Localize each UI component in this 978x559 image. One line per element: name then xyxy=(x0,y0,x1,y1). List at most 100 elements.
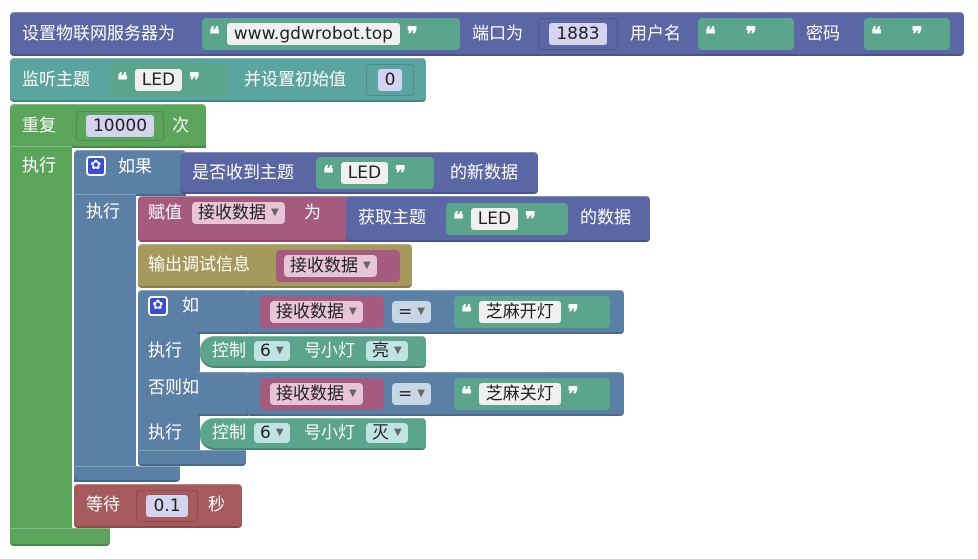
compare-1-text-slot[interactable]: ❝ 芝麻开灯 ❞ xyxy=(454,296,610,328)
server-string-slot[interactable]: ❝ www.gdwrobot.top ❞ xyxy=(202,18,460,50)
assign-label: 赋值 xyxy=(148,203,182,223)
inner-if-footer xyxy=(138,450,246,466)
pin-value-1: 6 xyxy=(260,341,271,361)
dropdown-arrow-icon: ▼ xyxy=(275,345,284,356)
if-condition-block[interactable]: 是否收到主题 ❝ LED ❞ 的新数据 xyxy=(180,152,538,194)
get-topic-block[interactable]: 获取主题 ❝ LED ❞ 的数据 xyxy=(346,196,650,242)
compare-2-variable-dropdown[interactable]: 接收数据 ▼ xyxy=(270,383,363,405)
compare-1-text-input[interactable]: 芝麻开灯 xyxy=(478,301,561,323)
inner-if-header-fill xyxy=(198,290,248,334)
dropdown-arrow-icon: ▼ xyxy=(271,207,279,218)
times-label: 次 xyxy=(172,116,189,136)
if-block-footer xyxy=(74,466,180,482)
control-led-block-2[interactable]: 控制 6▼ 号小灯 灭▼ xyxy=(200,418,426,450)
compare-2-variable-name: 接收数据 xyxy=(276,384,344,404)
compare-2-operator-dropdown[interactable]: =▼ xyxy=(392,383,431,405)
led-label-1: 号小灯 xyxy=(304,341,355,361)
compare-1-operator: = xyxy=(398,302,413,322)
compare-2-operator: = xyxy=(398,384,413,404)
username-string-slot[interactable]: ❝ ❞ xyxy=(698,18,794,50)
compare-1-variable-name: 接收数据 xyxy=(276,302,344,322)
port-number-slot[interactable]: 1883 xyxy=(538,18,618,50)
topic-input[interactable]: LED xyxy=(134,69,183,91)
print-variable-dropdown[interactable]: 接收数据 ▼ xyxy=(284,255,377,277)
if-do-label: 执行 xyxy=(86,202,120,222)
print-variable-name: 接收数据 xyxy=(290,256,358,276)
data-suffix-label: 的数据 xyxy=(580,208,631,228)
repeat-do-label: 执行 xyxy=(22,156,56,176)
cond-topic-input[interactable]: LED xyxy=(340,162,389,184)
received-topic-label: 是否收到主题 xyxy=(192,163,294,183)
open-quote-icon: ❝ xyxy=(209,22,220,46)
wait-seconds-slot[interactable]: 0.1 xyxy=(136,490,198,522)
print-debug-label: 输出调试信息 xyxy=(148,255,250,275)
gear-icon[interactable]: ✿ xyxy=(148,296,168,316)
close-quote-icon: ❞ xyxy=(911,22,923,46)
compare-2-text-input[interactable]: 芝麻关灯 xyxy=(478,383,561,405)
assign-variable-dropdown[interactable]: 接收数据▼ xyxy=(192,202,285,224)
password-string-slot[interactable]: ❝ ❞ xyxy=(864,18,950,50)
wait-block[interactable]: 等待 0.1 秒 xyxy=(74,484,242,528)
repeat-count-slot[interactable]: 10000 xyxy=(76,111,164,141)
open-quote-icon: ❝ xyxy=(323,161,334,185)
init-input[interactable]: 0 xyxy=(377,69,403,91)
cond-topic-string-slot[interactable]: ❝ LED ❞ xyxy=(316,157,434,189)
control-label-1: 控制 xyxy=(212,341,246,361)
dropdown-arrow-icon: ▼ xyxy=(275,427,284,438)
compare-block-1[interactable]: 接收数据▼ =▼ ❝ 芝麻开灯 ❞ xyxy=(246,290,624,334)
control-led-block-1[interactable]: 控制 6▼ 号小灯 亮▼ xyxy=(200,336,426,368)
username-label: 用户名 xyxy=(630,24,681,44)
seconds-label: 秒 xyxy=(208,495,225,515)
inner-if-block-spine[interactable]: ✿ 如果 执行 否则如果 执行 xyxy=(138,290,216,466)
repeat-count-input[interactable]: 10000 xyxy=(85,115,155,137)
init-number-slot[interactable]: 0 xyxy=(366,64,414,96)
open-quote-icon: ❝ xyxy=(453,207,464,231)
open-quote-icon: ❝ xyxy=(461,382,472,406)
pin-dropdown-2[interactable]: 6▼ xyxy=(254,423,290,443)
dropdown-arrow-icon: ▼ xyxy=(417,306,425,317)
get-topic-label: 获取主题 xyxy=(358,208,426,228)
compare-block-2[interactable]: 接收数据▼ =▼ ❝ 芝麻关灯 ❞ xyxy=(246,372,624,416)
dropdown-arrow-icon: ▼ xyxy=(363,260,371,271)
if-block-header[interactable]: ✿ 如果 xyxy=(74,150,186,196)
compare-1-operator-dropdown[interactable]: =▼ xyxy=(392,301,431,323)
set-server-label: 设置物联网服务器为 xyxy=(22,24,175,44)
compare-2-left-slot[interactable]: 接收数据 ▼ xyxy=(260,378,384,410)
topic-string-slot[interactable]: ❝ LED ❞ xyxy=(110,64,228,96)
repeat-block-header[interactable]: 重复 10000 次 xyxy=(10,104,206,148)
assign-block[interactable]: 赋值 接收数据▼ 为 xyxy=(138,196,354,242)
pin-value-2: 6 xyxy=(260,423,271,443)
state-dropdown-2[interactable]: 灭▼ xyxy=(366,423,408,443)
open-quote-icon: ❝ xyxy=(461,300,472,324)
repeat-block-spine: 执行 xyxy=(10,146,72,546)
repeat-label: 重复 xyxy=(22,116,56,136)
open-quote-icon: ❝ xyxy=(117,68,128,92)
print-variable-slot[interactable]: 接收数据 ▼ xyxy=(276,250,400,282)
close-quote-icon: ❞ xyxy=(189,68,200,92)
dropdown-arrow-icon: ▼ xyxy=(417,388,425,399)
new-data-label: 的新数据 xyxy=(450,163,518,183)
set-iot-server-block[interactable]: 设置物联网服务器为 ❝ www.gdwrobot.top ❞ 端口为 1883 … xyxy=(10,12,964,56)
assign-to-label: 为 xyxy=(304,203,321,223)
compare-2-text-slot[interactable]: ❝ 芝麻关灯 ❞ xyxy=(454,378,610,410)
gear-icon[interactable]: ✿ xyxy=(86,156,106,176)
compare-1-variable-dropdown[interactable]: 接收数据▼ xyxy=(270,301,363,323)
port-label: 端口为 xyxy=(472,24,523,44)
state-dropdown-1[interactable]: 亮▼ xyxy=(366,341,408,361)
port-input[interactable]: 1883 xyxy=(549,23,607,45)
pin-dropdown-1[interactable]: 6▼ xyxy=(254,341,290,361)
inner-elseif-header-fill xyxy=(198,372,248,416)
wait-seconds-input[interactable]: 0.1 xyxy=(146,495,188,517)
server-input[interactable]: www.gdwrobot.top xyxy=(226,23,400,45)
dropdown-arrow-icon: ▼ xyxy=(349,388,357,399)
get-topic-input[interactable]: LED xyxy=(470,208,519,230)
compare-1-left-slot[interactable]: 接收数据▼ xyxy=(260,296,384,328)
subscribe-topic-block[interactable]: 监听主题 ❝ LED ❞ 并设置初始值 0 xyxy=(10,58,426,102)
close-quote-icon: ❞ xyxy=(567,300,579,324)
led-label-2: 号小灯 xyxy=(304,423,355,443)
if-label: 如果 xyxy=(118,157,152,177)
get-topic-string-slot[interactable]: ❝ LED ❞ xyxy=(446,203,568,235)
open-quote-icon: ❝ xyxy=(705,22,716,46)
print-debug-block[interactable]: 输出调试信息 接收数据 ▼ xyxy=(138,244,412,288)
subscribe-label: 监听主题 xyxy=(22,70,90,90)
